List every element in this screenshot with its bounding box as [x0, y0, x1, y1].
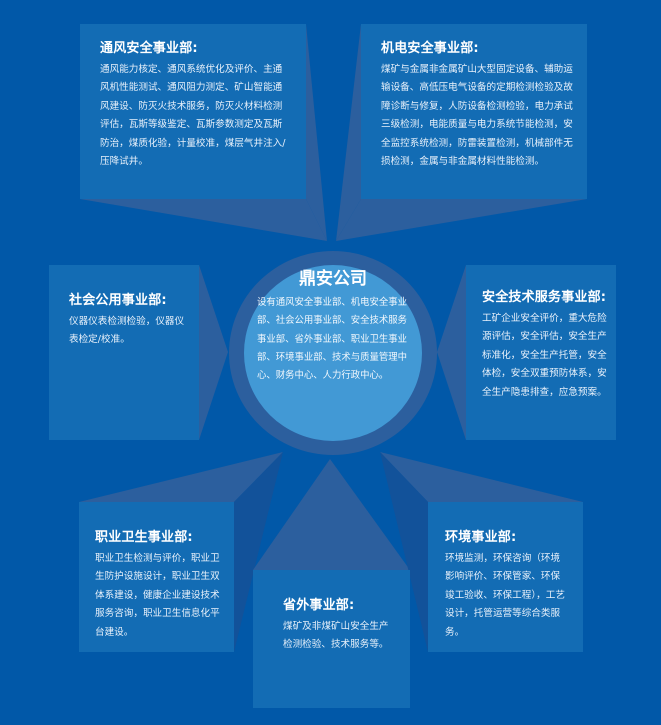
center-company: 鼎安公司 设有通风安全事业部、机电安全事业部、社会公用事业部、安全技术服务事业部…: [245, 268, 421, 385]
card-electromechanical: 机电安全事业部: 煤矿与金属非金属矿山大型固定设备、辅助运输设备、高低压电气设备…: [361, 24, 587, 199]
card-ventilation: 通风安全事业部: 通风能力核定、通风系统优化及评价、主通风机性能测试、通风阻力测…: [80, 24, 306, 199]
company-title: 鼎安公司: [299, 269, 367, 289]
company-description: 设有通风安全事业部、机电安全事业部、社会公用事业部、安全技术服务事业部、省外事业…: [257, 297, 408, 382]
ray-occupational-top: [79, 452, 283, 502]
card-occupational-health: 职业卫生事业部: 职业卫生检测与评价，职业卫生防护设施设计，职业卫生双体系建设，…: [79, 502, 234, 652]
card-public-utility: 社会公用事业部: 仪器仪表检测检验，仪器仪表检定/校准。: [49, 265, 199, 440]
ray-environment-side: [380, 452, 428, 652]
ray-environment-top: [380, 452, 583, 502]
ray-safety-tech: [437, 265, 466, 440]
card-description: 煤矿及非煤矿山安全生产检测检验、技术服务等。: [283, 621, 389, 651]
ray-ventilation-bottom: [80, 199, 327, 241]
ray-electromechanical-bottom: [336, 199, 587, 241]
ray-ventilation-side: [306, 24, 327, 241]
center-circle: [244, 265, 422, 441]
card-title: 通风安全事业部:: [100, 41, 198, 56]
card-environment: 环境事业部: 环境监测，环保咨询（环境影响评价、环保管家、环保竣工验收、环保工程…: [428, 502, 583, 652]
card-description: 工矿企业安全评价，重大危险源评估，安全评估，安全生产标准化，安全生产托管，安全体…: [482, 313, 607, 398]
card-description: 煤矿与金属非金属矿山大型固定设备、辅助运输设备、高低压电气设备的定期检测检验及故…: [381, 64, 573, 168]
card-title: 职业卫生事业部:: [95, 530, 193, 545]
ray-public-utility: [199, 265, 228, 440]
card-description: 仪器仪表检测检验，仪器仪表检定/校准。: [69, 316, 185, 346]
card-out-of-province: 省外事业部: 煤矿及非煤矿山安全生产检测检验、技术服务等。: [253, 570, 410, 708]
ray-out-of-province: [253, 459, 410, 570]
card-description: 环境监测，环保咨询（环境影响评价、环保管家、环保竣工验收、环保工程），工艺设计，…: [445, 553, 565, 638]
card-title: 安全技术服务事业部:: [482, 290, 607, 305]
card-safety-tech: 安全技术服务事业部: 工矿企业安全评价，重大危险源评估，安全评估，安全生产标准化…: [466, 265, 616, 440]
card-title: 省外事业部:: [283, 598, 355, 613]
card-title: 社会公用事业部:: [69, 293, 167, 308]
card-title: 环境事业部:: [445, 530, 517, 545]
ray-occupational-side: [234, 452, 283, 652]
card-description: 通风能力核定、通风系统优化及评价、主通风机性能测试、通风阻力测定、矿山智能通风建…: [100, 64, 286, 168]
card-description: 职业卫生检测与评价，职业卫生防护设施设计，职业卫生双体系建设，健康企业建设技术服…: [95, 553, 220, 638]
card-title: 机电安全事业部:: [381, 41, 479, 56]
ray-electromechanical-side: [336, 24, 361, 241]
